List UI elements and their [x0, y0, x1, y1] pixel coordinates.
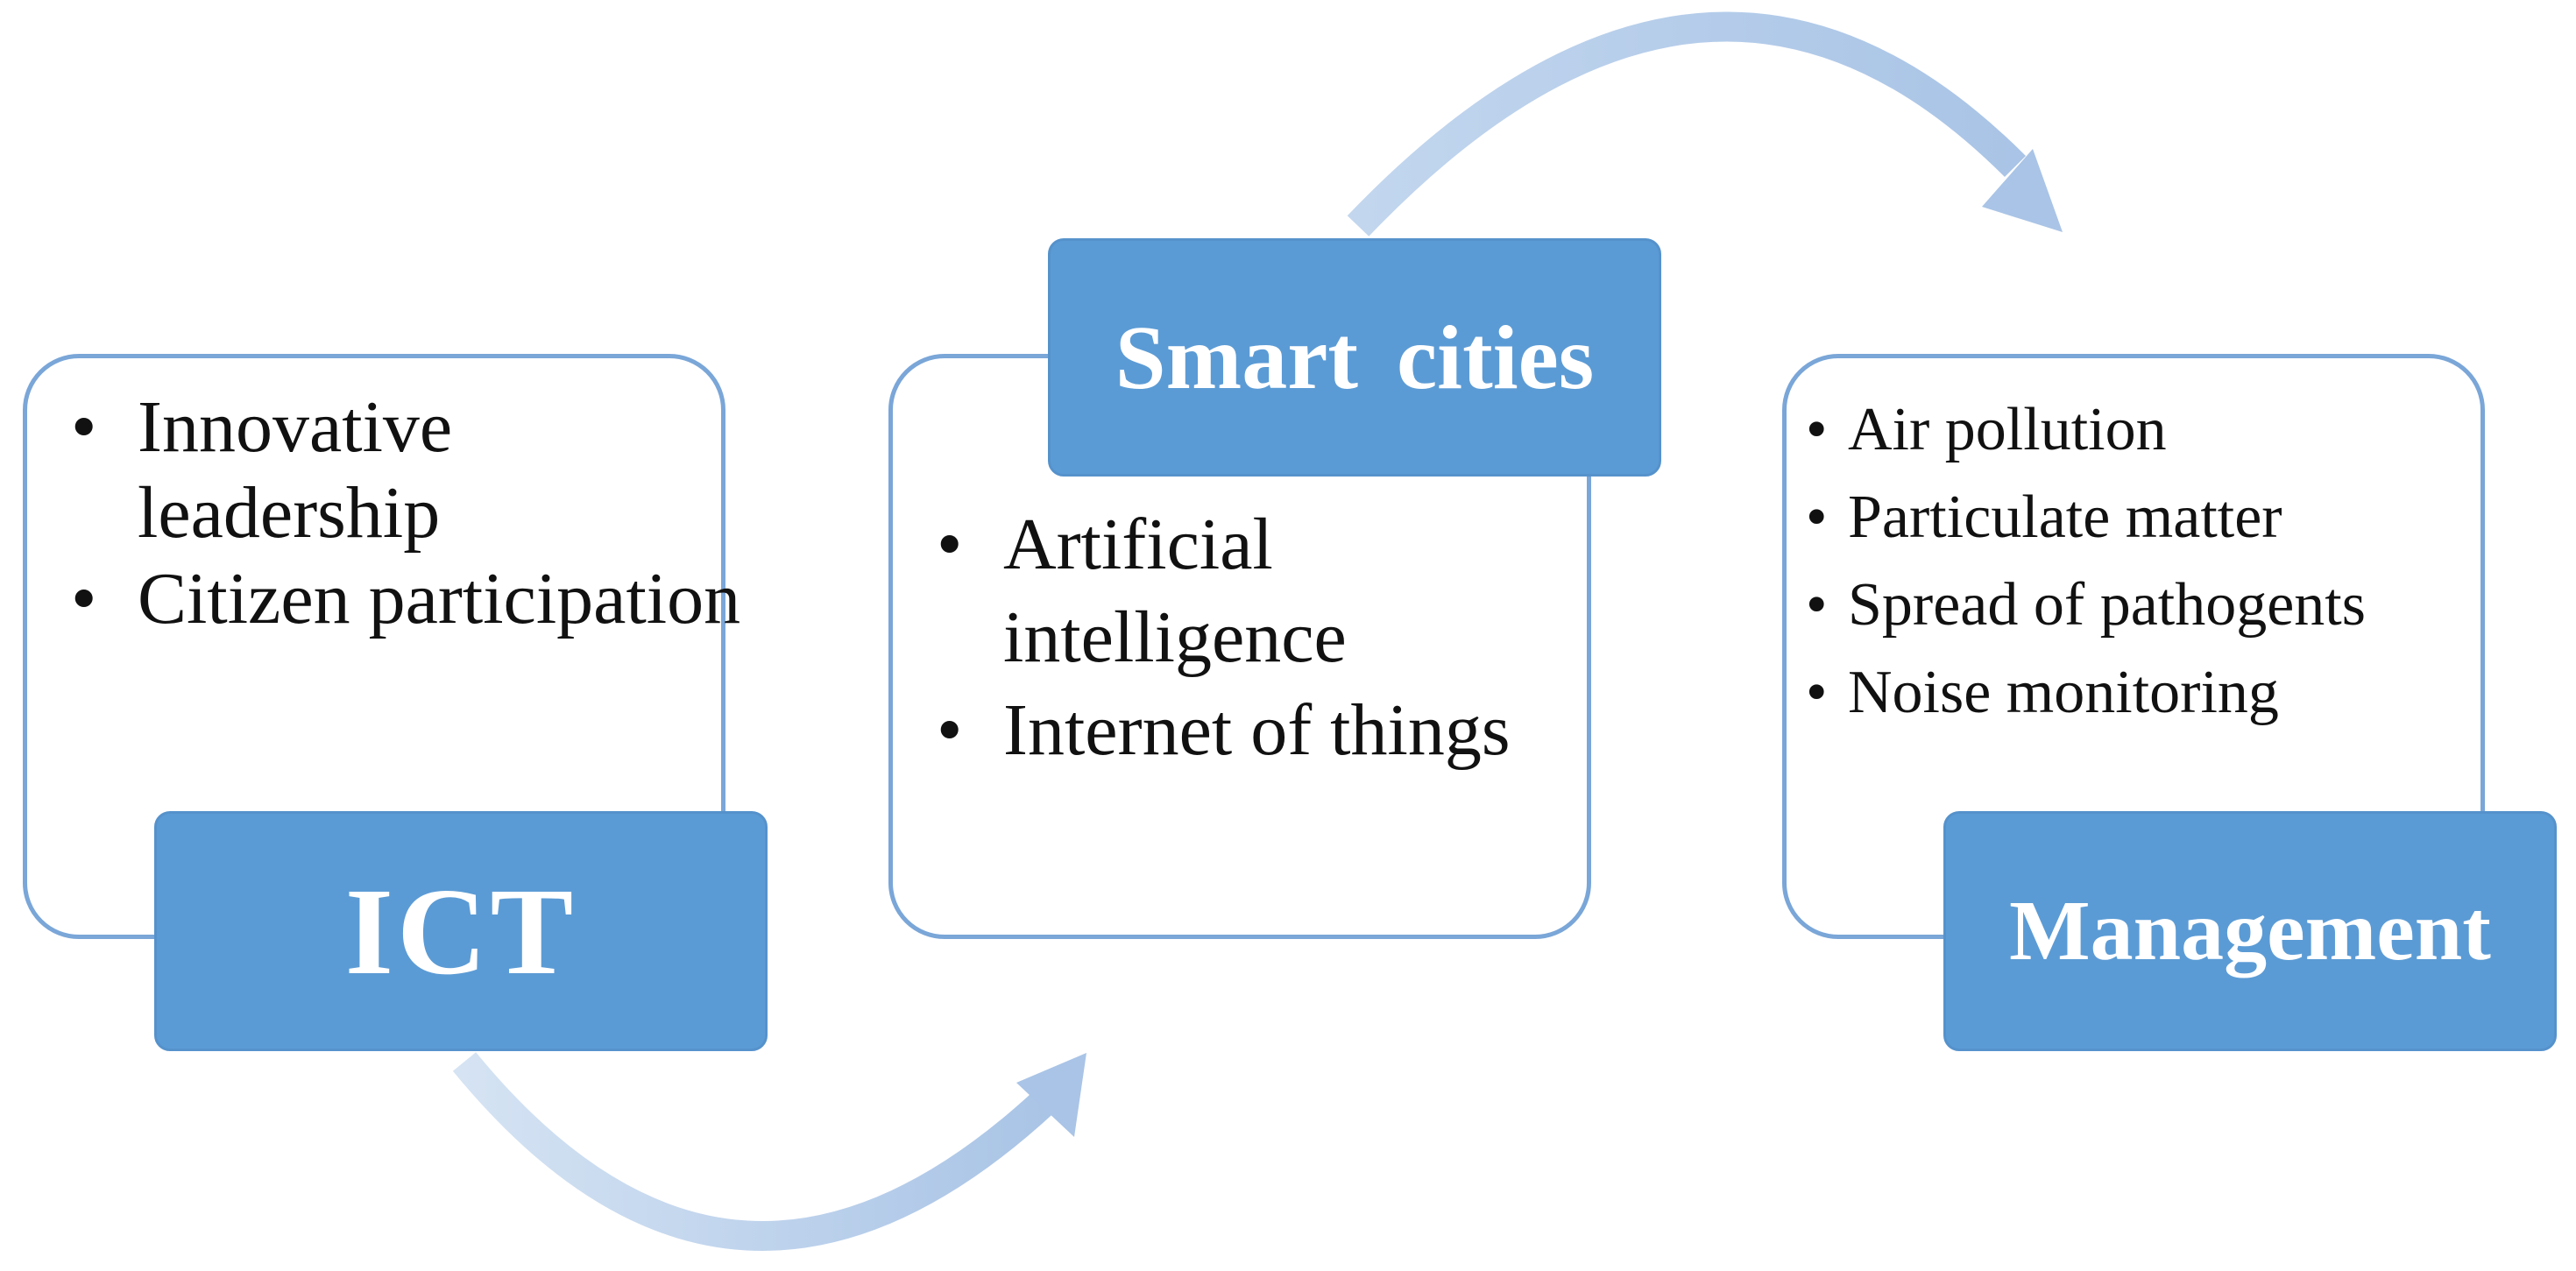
ict-label: ICT [154, 811, 768, 1051]
management-label: Management [1943, 811, 2557, 1051]
management-item-spread-of-pathogents: Spread of pathogents [1806, 561, 2479, 649]
smart-cities-item-artificial-intelligence: Artificial intelligence [912, 498, 1578, 684]
ict-item-list: Innovative leadership Citizen participat… [46, 385, 742, 642]
management-item-air-pollution: Air pollution [1806, 386, 2479, 474]
smart-cities-label: Smart cities [1048, 238, 1661, 477]
management-item-noise-monitoring: Noise monitoring [1806, 649, 2479, 737]
ict-item-innovative-leadership: Innovative leadership [46, 385, 742, 556]
ict-card: Innovative leadership Citizen participat… [23, 354, 740, 939]
arrow-ict-to-smart-cities-head [1016, 1053, 1086, 1137]
arrow-ict-to-smart-cities [452, 1052, 1062, 1251]
smart-cities-item-internet-of-things: Internet of things [912, 684, 1578, 777]
management-item-particulate-matter: Particulate matter [1806, 474, 2479, 561]
arrow-smart-cities-to-management [1347, 11, 2027, 237]
arrow-smart-cities-to-management-head [1982, 149, 2063, 232]
management-item-list: Air pollution Particulate matter Spread … [1806, 386, 2479, 737]
ict-item-citizen-participation: Citizen participation [46, 556, 742, 642]
smart-cities-item-list: Artificial intelligence Internet of thin… [912, 498, 1578, 777]
